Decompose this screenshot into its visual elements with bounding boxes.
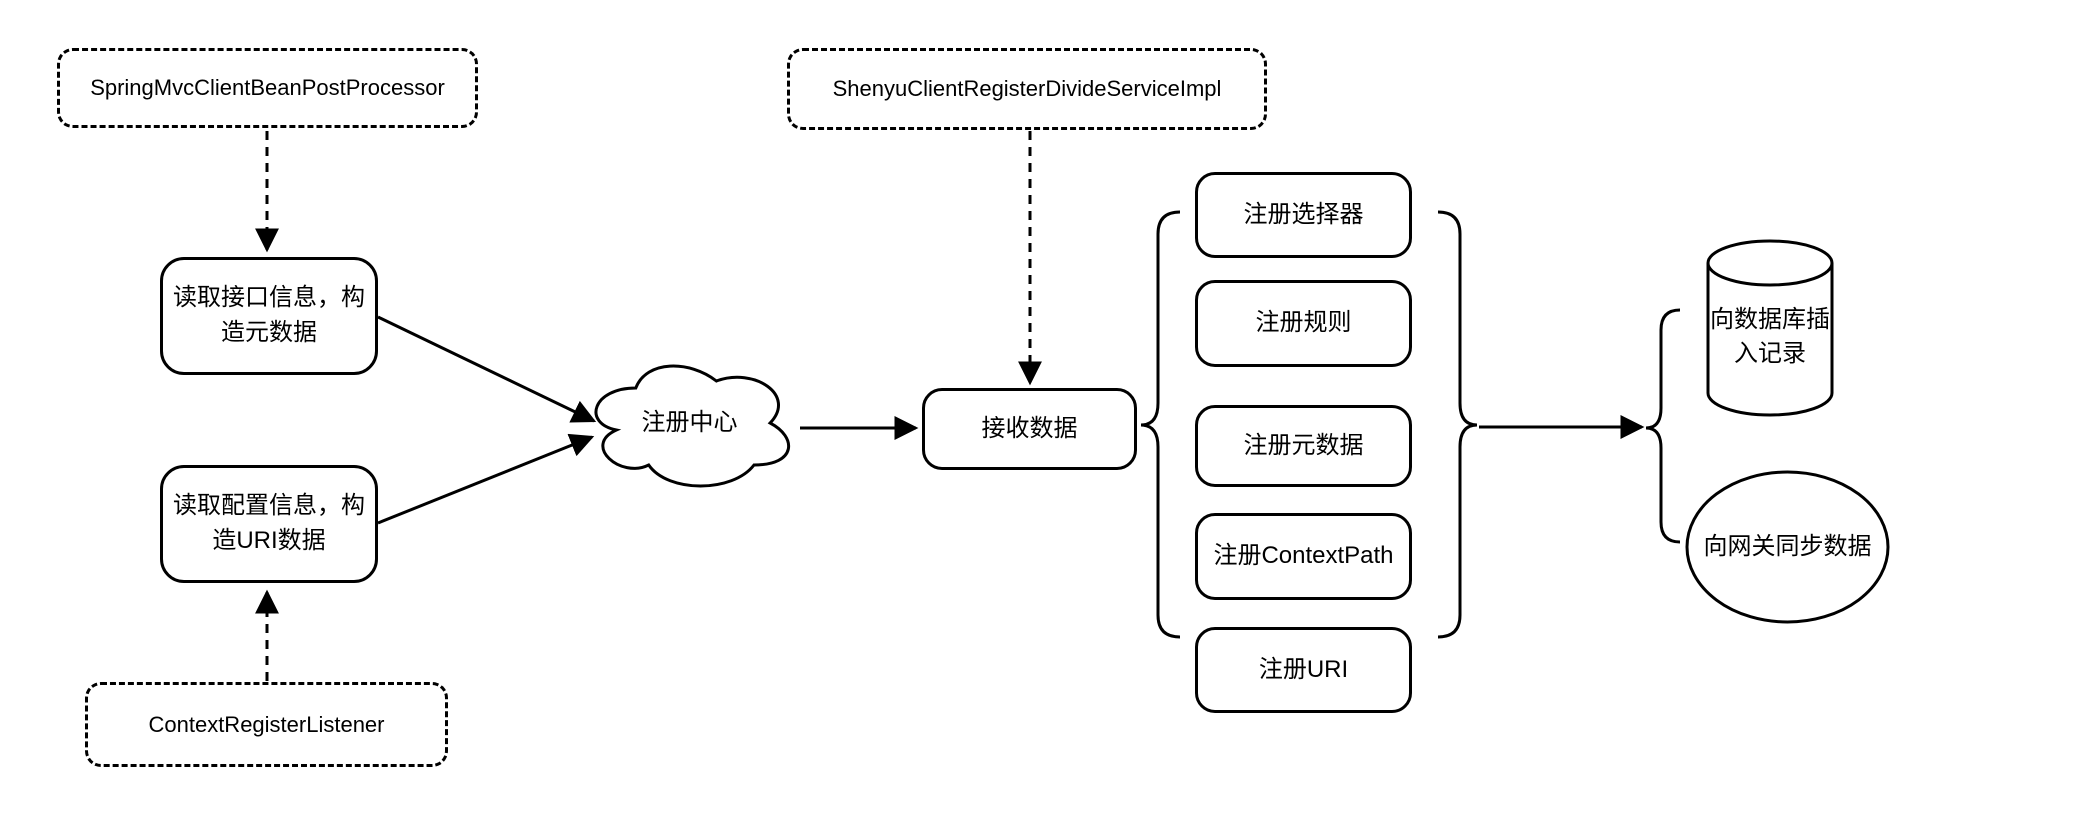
- output-group-brace: [1645, 308, 1681, 544]
- node-label: 接收数据: [981, 414, 1078, 442]
- node-receive-data: 接收数据: [922, 388, 1137, 470]
- register-group-left-brace: [1140, 210, 1181, 639]
- node-read-config-build-uri-data: 读取配置信息，构造URI数据: [160, 465, 378, 583]
- node-register-context-path: 注册ContextPath: [1195, 513, 1412, 600]
- node-shenyu-client-register-divide-service-impl: ShenyuClientRegisterDivideServiceImpl: [787, 48, 1267, 130]
- register-group-right-brace: [1437, 210, 1478, 639]
- node-label: 注册规则: [1255, 309, 1352, 337]
- node-label: 注册元数据: [1243, 431, 1364, 459]
- node-label: 注册URI: [1258, 655, 1349, 683]
- registry-cloud-shape: [594, 364, 791, 488]
- node-label: SpringMvcClientBeanPostProcessor: [90, 75, 445, 101]
- node-register-metadata: 注册元数据: [1195, 405, 1412, 487]
- node-read-interface-build-metadata: 读取接口信息，构造元数据: [160, 257, 378, 375]
- registry-center-label: 注册中心: [641, 409, 738, 437]
- node-context-register-listener: ContextRegisterListener: [85, 682, 448, 767]
- database-cylinder-shape: [1706, 239, 1834, 417]
- node-label: 读取配置信息，构造URI数据: [173, 492, 365, 554]
- node-label: ContextRegisterListener: [148, 711, 385, 737]
- insert-database-label: 向数据库插入记录: [1710, 306, 1830, 367]
- arrow-read-config-to-registry: [377, 433, 595, 525]
- node-label: 读取接口信息，构造元数据: [173, 284, 365, 346]
- node-spring-mvc-client-bean-post-processor: SpringMvcClientBeanPostProcessor: [57, 48, 478, 128]
- node-register-uri: 注册URI: [1195, 627, 1412, 713]
- node-register-rule: 注册规则: [1195, 280, 1412, 367]
- node-label: 注册选择器: [1243, 200, 1364, 228]
- node-label: 注册ContextPath: [1213, 542, 1394, 570]
- node-label: ShenyuClientRegisterDivideServiceImpl: [832, 76, 1222, 102]
- arrow-read-interface-to-registry: [377, 315, 597, 423]
- gateway-ellipse-shape: [1685, 470, 1890, 624]
- sync-gateway-label: 向网关同步数据: [1703, 533, 1872, 561]
- node-register-selector: 注册选择器: [1195, 172, 1412, 258]
